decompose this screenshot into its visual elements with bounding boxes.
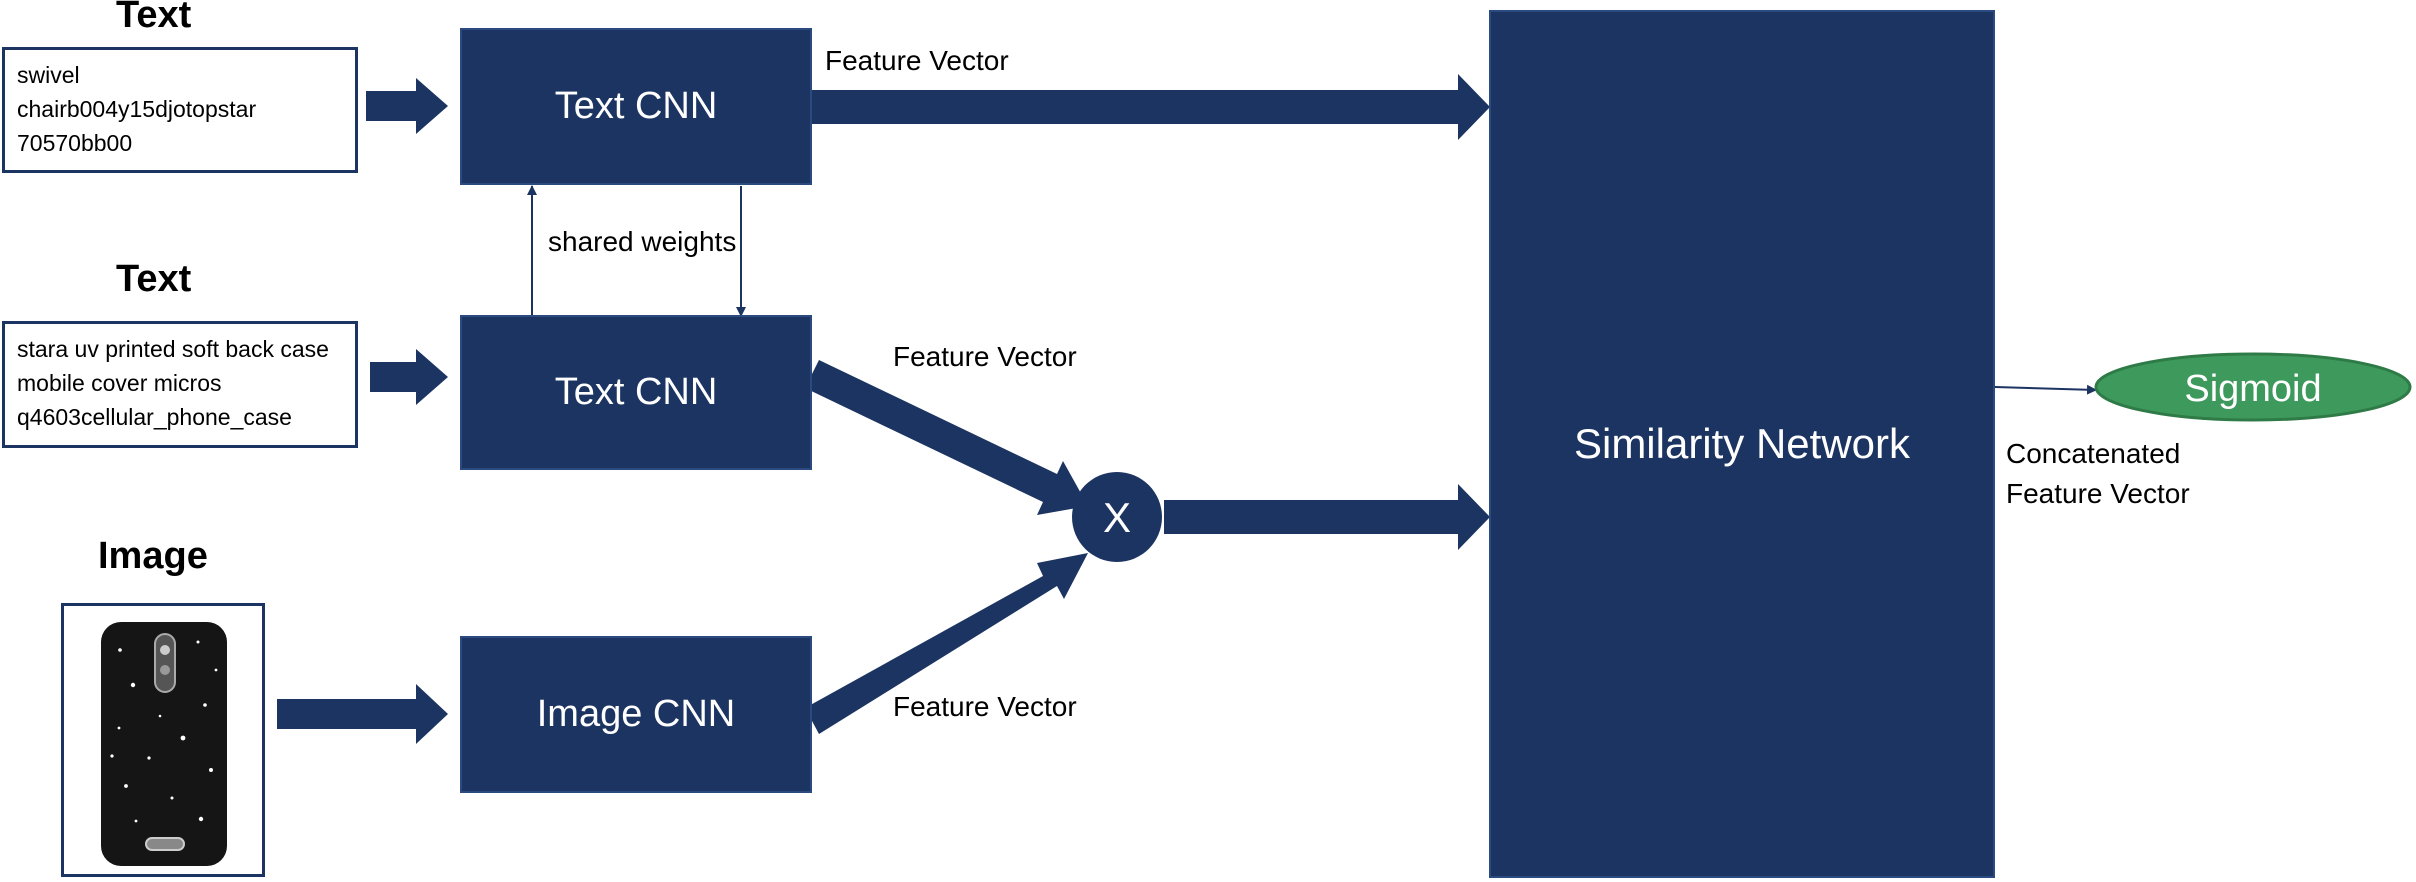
text-input-1-heading: Text <box>116 0 192 36</box>
arrow-textcnn2-to-multiply <box>805 360 1088 515</box>
text-input-1-line: chairb004y15djotopstar <box>17 96 257 122</box>
text-input-1-box: swivel chairb004y15djotopstar 70570bb00 <box>2 47 358 173</box>
text-input-2-line: q4603cellular_phone_case <box>17 404 292 430</box>
sigmoid-node <box>2094 352 2412 422</box>
text-input-1-line: 70570bb00 <box>17 130 133 156</box>
feature-vector-label-mid: Feature Vector <box>893 341 1077 372</box>
phone-case-image <box>101 622 227 866</box>
image-cnn: Image CNN <box>460 636 812 793</box>
concatenated-label-line2: Feature Vector <box>2006 478 2190 509</box>
arrow-textcnn1-to-similarity <box>812 74 1490 140</box>
image-input-heading: Image <box>98 535 208 577</box>
arrow-similarity-to-sigmoid <box>1994 384 2097 395</box>
arrow-text1-to-textcnn1 <box>366 78 448 134</box>
text-input-2-box: stara uv printed soft back case mobile c… <box>2 321 358 448</box>
text-input-1-line: swivel <box>17 62 80 88</box>
multiply-node <box>1072 472 1162 562</box>
arrow-imagecnn-to-multiply <box>805 553 1088 734</box>
arrow-image-to-imagecnn <box>277 684 448 744</box>
image-input-box <box>61 603 265 877</box>
text-cnn-1-label: Text CNN <box>554 85 718 127</box>
text-cnn-2: Text CNN <box>460 315 812 470</box>
text-input-2-line: mobile cover micros <box>17 370 222 396</box>
text-input-2-line: stara uv printed soft back case <box>17 336 329 362</box>
concatenated-label-line1: Concatenated <box>2006 438 2181 469</box>
text-cnn-1: Text CNN <box>460 28 812 185</box>
similarity-network-label: Similarity Network <box>1573 420 1911 467</box>
feature-vector-label-bottom: Feature Vector <box>893 691 1077 722</box>
arrow-text2-to-textcnn2 <box>370 349 448 405</box>
feature-vector-label-top: Feature Vector <box>825 45 1009 76</box>
text-input-2-heading: Text <box>116 258 192 300</box>
concatenated-feature-vector-label: Concatenated Feature Vector <box>2006 434 2190 514</box>
arrow-multiply-to-similarity <box>1164 484 1490 550</box>
image-cnn-label: Image CNN <box>536 693 736 735</box>
similarity-network: Similarity Network <box>1489 10 1995 878</box>
shared-weights-label: shared weights <box>548 226 737 257</box>
text-cnn-2-label: Text CNN <box>554 371 718 413</box>
sigmoid-label: Sigmoid <box>2184 368 2321 410</box>
multiply-symbol: X <box>1103 494 1131 541</box>
